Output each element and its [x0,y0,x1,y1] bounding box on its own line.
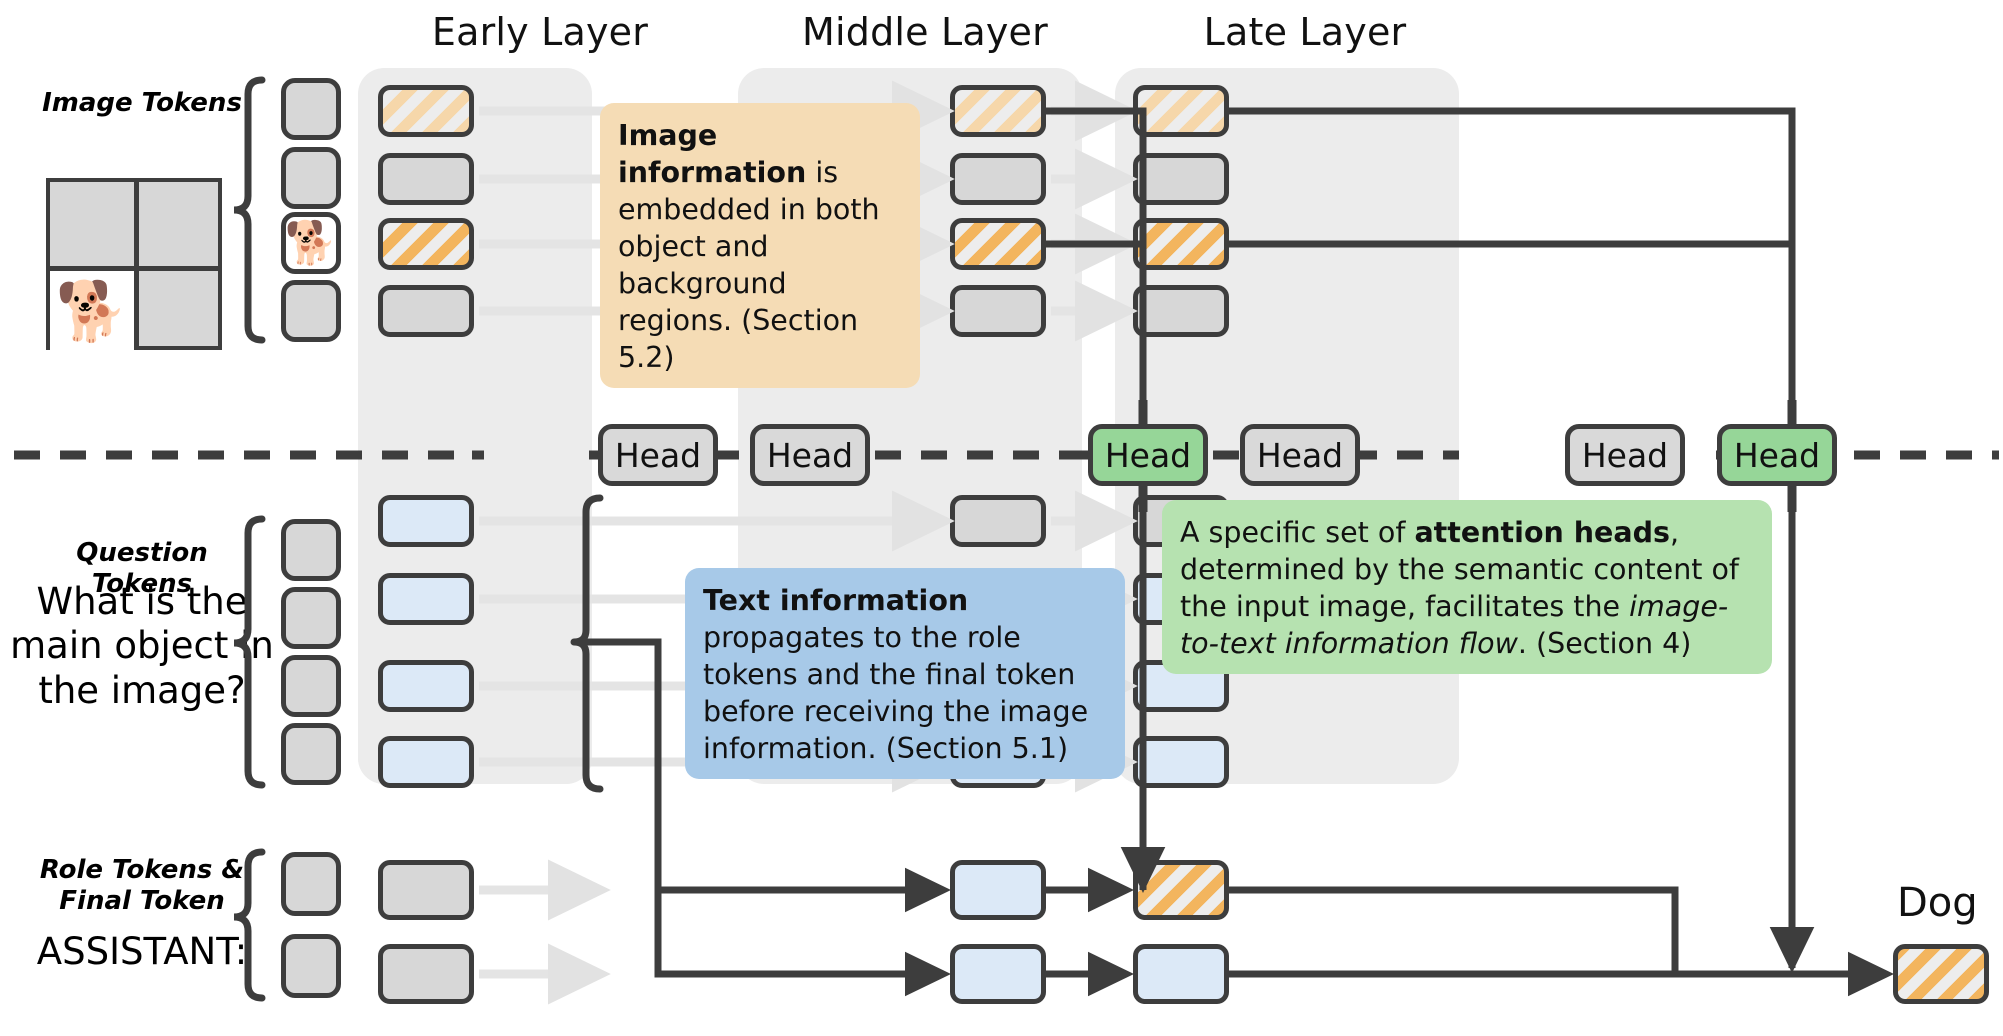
callout-green-post: . (Section 4) [1517,627,1692,661]
token-middle-role-1 [950,860,1046,920]
callout-orange-rest: is embedded in both object and backgroun… [618,156,880,375]
callout-green-bold: attention heads [1414,516,1670,549]
head-late-2[interactable]: Head [1717,424,1837,486]
token-middle-image-2 [950,153,1046,205]
token-late-image-1 [1133,85,1229,137]
input-image-object-cell: 🐕 [50,271,134,350]
input-image-grid: 🐕 [46,178,222,350]
input-token-question-2 [281,587,341,649]
late-role-to-output-paths [1229,886,1895,997]
token-early-image-4 [378,285,474,337]
token-middle-image-1 [950,85,1046,137]
callout-green-pre: A specific set of [1180,516,1415,549]
callout-text-information: Text information propagates to the role … [685,568,1125,780]
column-title-middle: Middle Layer [802,10,1048,54]
callout-attention-heads: A specific set of attention heads, deter… [1162,500,1772,675]
question-text: What is the main object in the image? [10,580,274,712]
input-token-role-2 [281,934,341,998]
grid-divider-horizontal [50,266,218,271]
callout-green-italic: image-to-text information flow [1180,590,1729,661]
token-late-role-2 [1133,944,1229,1004]
input-token-image-2 [281,147,341,209]
token-early-question-3 [378,660,474,712]
input-token-image-4 [281,280,341,342]
token-middle-image-3 [950,218,1046,270]
token-late-image-2 [1133,153,1229,205]
callout-blue-bold: Text information [703,584,969,617]
label-question-tokens: Question Tokens [76,538,208,599]
label-role-tokens: Role Tokens & Final Token [39,855,245,916]
head-label: Head [1581,435,1669,475]
role-text: ASSISTANT: [36,930,248,973]
brace-image-tokens [233,76,266,344]
input-token-image-1 [281,78,341,140]
head-label: Head [1733,435,1821,475]
callout-orange-bold: Image information [618,119,807,190]
input-token-question-1 [281,519,341,581]
token-early-image-1 [378,85,474,137]
token-early-role-1 [378,860,474,920]
token-early-question-1 [378,495,474,547]
head-label: Head [614,435,702,475]
head-label: Head [1104,435,1192,475]
dog-icon: 🐕 [55,276,129,345]
token-middle-question-1 [950,495,1046,547]
token-late-role-1 [1133,860,1229,920]
dog-icon: 🐕 [284,218,338,267]
head-early-2[interactable]: Head [750,424,870,486]
token-middle-image-4 [950,285,1046,337]
token-late-question-4 [1133,736,1229,788]
token-late-image-3 [1133,218,1229,270]
column-title-late: Late Layer [1203,10,1407,54]
middle-to-late-role-paths [1046,867,1135,997]
head-middle-2[interactable]: Head [1240,424,1360,486]
callout-blue-rest: propagates to the role tokens and the fi… [703,621,1089,766]
token-early-image-2 [378,153,474,205]
input-token-question-4 [281,723,341,785]
label-image-tokens: Image Tokens [42,88,242,118]
token-middle-role-2 [950,944,1046,1004]
token-late-image-4 [1133,285,1229,337]
grid-divider-vertical [134,182,139,346]
token-early-role-2 [378,944,474,1004]
callout-green-mid: , determined by the semantic content of … [1180,516,1739,624]
token-early-question-4 [378,736,474,788]
input-token-role-1 [281,852,341,916]
head-label: Head [766,435,854,475]
head-middle-1[interactable]: Head [1088,424,1208,486]
input-token-image-3-object: 🐕 [281,212,341,274]
output-label: Dog [1897,880,1978,926]
token-output-dog [1893,944,1989,1004]
column-title-early: Early Layer [431,10,649,54]
input-token-question-3 [281,655,341,717]
head-label: Head [1256,435,1344,475]
token-early-question-2 [378,573,474,625]
head-early-1[interactable]: Head [598,424,718,486]
token-early-image-3 [378,218,474,270]
head-late-1[interactable]: Head [1565,424,1685,486]
callout-image-information: Image information is embedded in both ob… [600,103,920,389]
